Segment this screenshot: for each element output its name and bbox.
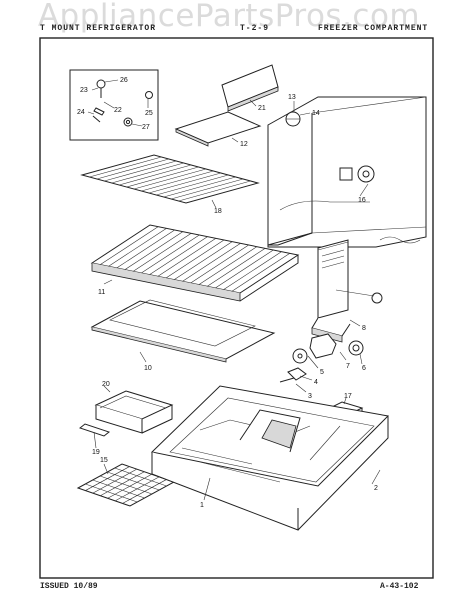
- leader-lines: [87, 79, 381, 501]
- callout-16: 16: [358, 197, 366, 204]
- diagram-border: [39, 37, 434, 579]
- callout-7: 7: [346, 363, 350, 370]
- callout-23: 23: [80, 87, 88, 94]
- part-20-drawer: [94, 390, 174, 434]
- hardware-inset: [69, 69, 159, 141]
- callout-labels: 26 23 22 25 24 27 21 12 13 14 18 16 11 1…: [77, 77, 378, 509]
- callout-14: 14: [312, 110, 320, 117]
- callout-6: 6: [362, 365, 366, 372]
- callout-11: 11: [98, 289, 105, 296]
- part-19-handle: [78, 423, 111, 437]
- callout-22: 22: [114, 107, 122, 114]
- callout-15: 15: [100, 457, 108, 464]
- issued-date: ISSUED 10/89: [40, 582, 98, 591]
- callout-4: 4: [314, 379, 318, 386]
- fan-motor-assembly: [279, 333, 364, 383]
- document-number: A-43-102: [380, 582, 419, 591]
- freezer-cabinet: [267, 96, 427, 248]
- callout-21: 21: [258, 105, 266, 112]
- callout-8: 8: [362, 325, 366, 332]
- part-10-panel: [90, 299, 276, 363]
- callout-5: 5: [320, 369, 324, 376]
- callout-10: 10: [144, 365, 152, 372]
- part-11-grille: [90, 224, 300, 302]
- callout-18: 18: [214, 208, 222, 215]
- callout-1: 1: [200, 502, 204, 509]
- header-section: FREEZER COMPARTMENT: [318, 24, 429, 33]
- header-model: T-2-9: [240, 24, 270, 33]
- part-21-bracket: [221, 64, 279, 112]
- callout-3: 3: [308, 393, 312, 400]
- callout-26: 26: [120, 77, 128, 84]
- header-title: T MOUNT REFRIGERATOR: [40, 24, 157, 33]
- part-12-plate: [174, 111, 262, 147]
- callout-13: 13: [288, 94, 296, 101]
- callout-17: 17: [344, 393, 352, 400]
- callout-25: 25: [145, 110, 153, 117]
- watermark: AppliancePartsPros.com: [37, 0, 421, 34]
- callout-27: 27: [142, 124, 150, 131]
- callout-20: 20: [102, 381, 110, 388]
- base-pan: [150, 385, 390, 531]
- part-8-duct: [311, 239, 383, 343]
- callout-12: 12: [240, 141, 248, 148]
- part-18-wire-shelf: [80, 154, 260, 204]
- callout-24: 24: [77, 109, 85, 116]
- callout-19: 19: [92, 449, 100, 456]
- callout-2: 2: [374, 485, 378, 492]
